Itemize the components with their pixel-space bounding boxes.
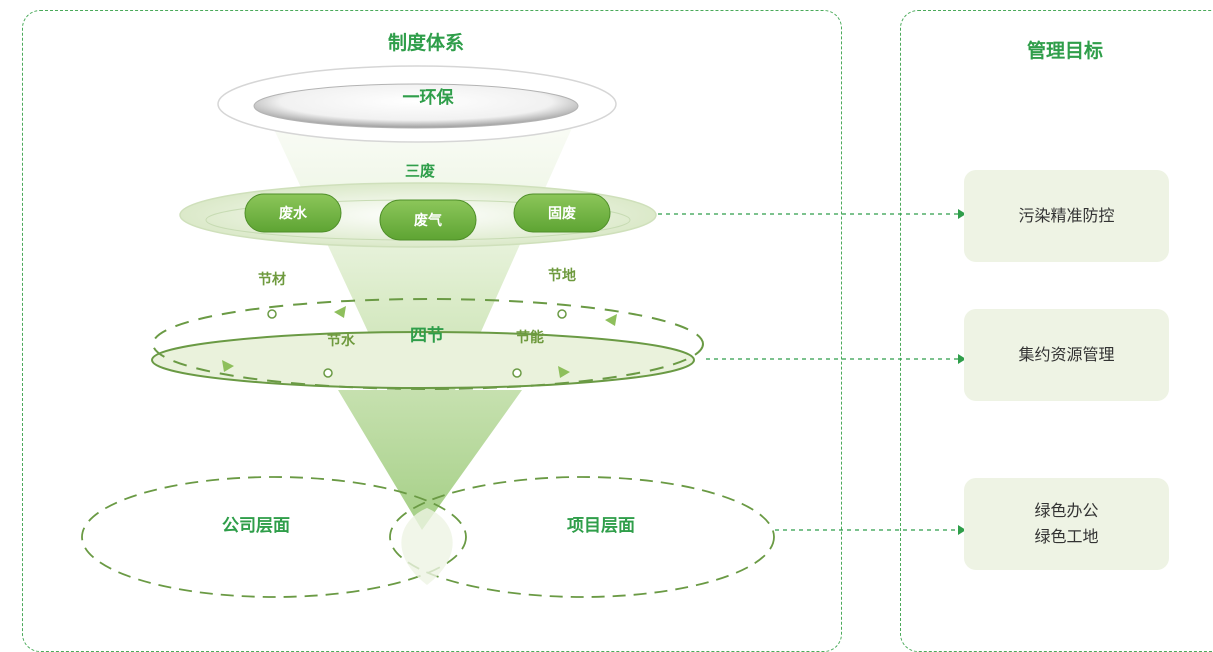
one-env-label: 一环保 [403, 87, 455, 108]
connector-2-arrow [958, 354, 966, 364]
system-diagram: 一环保 三废 废水 废气 固废 节材 节地 四节 节水 节能 公司层面 项目层面 [81, 65, 966, 598]
ring-node-2 [557, 309, 567, 319]
ring-node-3 [323, 368, 333, 378]
level-project-label: 项目层面 [567, 516, 635, 536]
ring-arrow-2 [605, 314, 617, 326]
level-overlap [401, 508, 453, 585]
goal-green-office-site: 绿色办公绿色工地 [964, 478, 1169, 570]
waste-item-wastewater: 废水 [279, 205, 308, 222]
ring-arrow-3 [222, 360, 234, 372]
save-energy-label: 节能 [516, 329, 544, 346]
save-water-label: 节水 [327, 332, 356, 349]
save-material-label: 节材 [258, 271, 286, 288]
goal-pollution-control: 污染精准防控 [964, 170, 1169, 262]
goal-text: 污染精准防控 [1018, 206, 1115, 225]
connector-1-arrow [958, 209, 966, 219]
system-title: 制度体系 [387, 32, 465, 54]
ring-arrow-1 [334, 306, 346, 318]
ring-arrow-4 [558, 366, 570, 378]
four-save-dashed-ring [152, 298, 704, 390]
waste-pill-solid [513, 193, 611, 233]
level-ellipse-project [389, 476, 775, 598]
waste-pill-wastewater [244, 193, 342, 233]
save-land-label: 节地 [548, 267, 576, 284]
level-ellipse-company [81, 476, 467, 598]
connector-3-arrow [958, 525, 966, 535]
goal-resource-management: 集约资源管理 [964, 309, 1169, 401]
waste-item-solid: 固废 [548, 205, 576, 222]
waste-item-exhaust: 废气 [414, 212, 442, 229]
level-company-label: 公司层面 [222, 516, 290, 536]
goals-title: 管理目标 [1026, 40, 1104, 62]
three-waste-label: 三废 [405, 162, 435, 180]
ring-node-4 [512, 368, 522, 378]
four-save-label: 四节 [410, 325, 444, 346]
top-ring-inner [253, 83, 579, 129]
goal-text: 集约资源管理 [1018, 345, 1115, 364]
waste-pill-exhaust [379, 199, 477, 241]
ring-node-1 [267, 309, 277, 319]
goal-text: 绿色办公绿色工地 [1034, 501, 1099, 546]
